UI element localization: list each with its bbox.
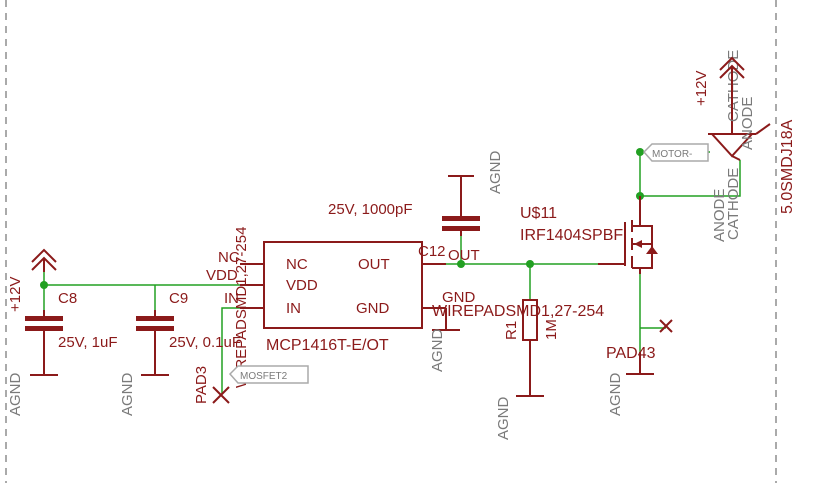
- diode-name-label: 5.0SMDJ18A: [779, 119, 796, 214]
- wire-anode: [640, 160, 741, 197]
- pin-in-outer: IN: [224, 290, 239, 307]
- capacitor-c8[interactable]: C8 25V, 1uF AGND: [7, 290, 118, 416]
- diode-cathode-tip: [755, 123, 771, 135]
- capacitor-c9[interactable]: C9 25V, 0.1uF AGND: [119, 290, 241, 416]
- mosfet2-tag-label: MOSFET2: [240, 371, 288, 382]
- c8-plate-top: [25, 316, 63, 321]
- mosfet2-tag-shape: [228, 365, 309, 384]
- ic-mcp1416[interactable]: NC VDD IN NC VDD IN OUT GND OUT GND MCP1…: [206, 241, 480, 372]
- capacitor-c12[interactable]: C12 25V, 1000pF AGND: [328, 150, 504, 260]
- c8-ref-label: C8: [58, 290, 77, 307]
- supply-12v-left-label: +12V: [7, 277, 24, 312]
- pin-vdd-outer: VDD: [206, 267, 238, 284]
- r1-value-label: 1M: [543, 319, 560, 340]
- resistor-r1[interactable]: R1 1M AGND: [495, 299, 560, 440]
- junction-motor: [636, 148, 644, 156]
- junction-c12: [457, 260, 465, 268]
- supply-12v-left[interactable]: +12V: [7, 248, 57, 312]
- mosfet-u11[interactable]: U$11 IRF1404SPBF: [520, 196, 658, 274]
- pad43[interactable]: PAD43 AGND: [606, 319, 673, 416]
- c12-value-label: 25V, 1000pF: [328, 201, 413, 218]
- diode-anode-bottom-label: ANODE: [711, 189, 728, 242]
- c8-plate-bottom: [25, 326, 63, 331]
- pin-gnd-inner: GND: [356, 300, 390, 317]
- supply-arrow-icon-2: [31, 248, 57, 263]
- pad43-x-icon-2: [659, 319, 673, 333]
- supply-12v-right[interactable]: +12V: [693, 56, 745, 110]
- pin-gnd-outer: GND: [442, 289, 476, 306]
- motor-tag-shape: [642, 143, 709, 162]
- diode-anode-top-label: ANODE: [739, 97, 756, 150]
- pin-vdd-inner: VDD: [286, 277, 318, 294]
- pad3-label: PAD3: [193, 366, 210, 404]
- supply-12v-right-label: +12V: [693, 71, 710, 106]
- pin-nc-outer: NC: [218, 249, 240, 266]
- c8-agnd-label: AGND: [7, 372, 24, 416]
- pad3-x-icon-2: [212, 386, 230, 404]
- junctions: [40, 148, 644, 289]
- wirepad-main-label: WIREPADSMD1,27-254: [432, 303, 604, 320]
- wirepad-left-label: WIREPADSMD1,27-254: [233, 227, 250, 388]
- c9-plate-bottom: [136, 326, 174, 331]
- mosfet-diode-icon: [646, 246, 658, 254]
- c8-value-label: 25V, 1uF: [58, 334, 118, 351]
- ic-name-label: MCP1416T-E/OT: [266, 337, 389, 354]
- junction-c8: [40, 281, 48, 289]
- diode-bottom-lead: [731, 155, 741, 161]
- c9-agnd-label: AGND: [119, 372, 136, 416]
- supply-right-arrow-icon-2: [719, 56, 745, 71]
- pin-in-inner: IN: [286, 300, 301, 317]
- c12-plate-top: [442, 216, 480, 221]
- u11-value-label: IRF1404SPBF: [520, 227, 623, 244]
- c12-plate-bottom: [442, 226, 480, 231]
- r1-agnd-label: AGND: [495, 396, 512, 440]
- c9-ref-label: C9: [169, 290, 188, 307]
- r1-ref-label: R1: [503, 321, 520, 340]
- u11-ref-label: U$11: [520, 205, 557, 222]
- pad43-agnd-label: AGND: [607, 372, 624, 416]
- motor-tag[interactable]: MOTOR-: [642, 143, 709, 162]
- c9-plate-top: [136, 316, 174, 321]
- tvs-diode[interactable]: 5.0SMDJ18A CATHODE CATHODE ANODE ANODE: [708, 50, 796, 242]
- c12-agnd-label: AGND: [487, 150, 504, 194]
- pin-out-outer: OUT: [448, 247, 480, 264]
- ic-agnd-label: AGND: [429, 328, 446, 372]
- pad43-label: PAD43: [606, 345, 656, 362]
- mosfet-arrow-icon: [634, 240, 642, 248]
- pad3[interactable]: PAD3 WIREPADSMD1,27-254 MOSFET2: [193, 227, 309, 404]
- c9-value-label: 25V, 0.1uF: [169, 334, 241, 351]
- junction-r1: [526, 260, 534, 268]
- c12-ref-label: C12: [418, 243, 446, 260]
- pin-out-inner: OUT: [358, 256, 390, 273]
- diode-cathode-bottom-label: CATHODE: [725, 168, 742, 240]
- pin-nc-inner: NC: [286, 256, 308, 273]
- motor-tag-label: MOTOR-: [652, 149, 692, 160]
